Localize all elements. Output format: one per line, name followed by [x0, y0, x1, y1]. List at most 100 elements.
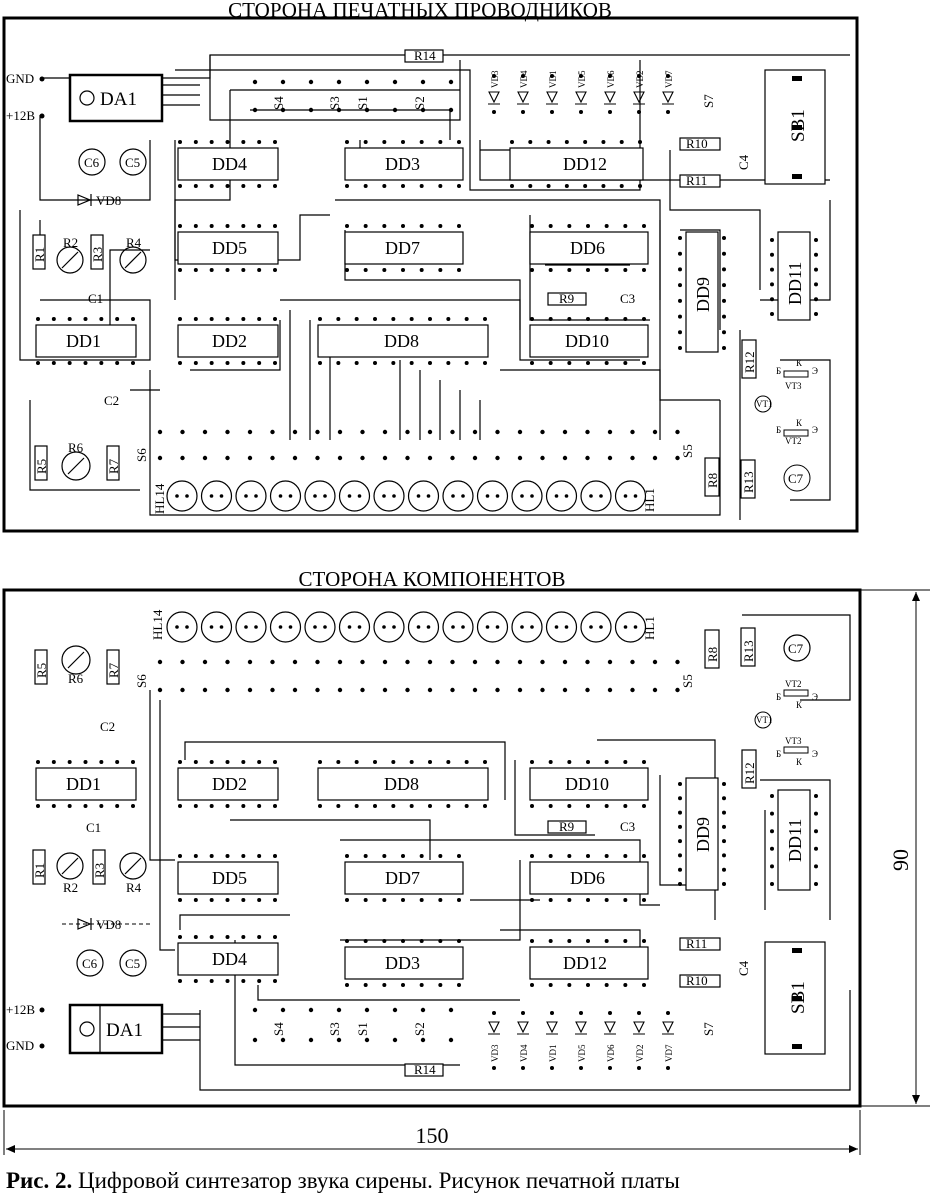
ic-pin — [401, 140, 405, 144]
bottom-dd10-label: DD10 — [565, 774, 609, 794]
ic-pin — [363, 854, 368, 858]
bottom-r7-label: R7 — [106, 662, 121, 678]
bottom-vt2-pin-b: Б — [776, 692, 781, 702]
bottom-led-pad — [517, 659, 523, 665]
top-dd6-body — [529, 231, 649, 265]
ic-pin — [401, 184, 405, 188]
bottom-led-pad — [472, 659, 478, 665]
bottom-diode — [604, 1021, 616, 1035]
ic-pin — [678, 839, 682, 844]
ic-pin — [814, 267, 818, 272]
ic-pin — [115, 361, 120, 365]
bottom-pad-rows — [36, 659, 818, 1043]
ic-pin — [619, 184, 624, 188]
ic-pin — [345, 854, 349, 858]
top-led-pad — [517, 429, 523, 435]
ic-pin — [391, 361, 396, 365]
bottom-led-pad — [337, 659, 343, 665]
bottom-c6-body — [76, 949, 104, 977]
top-diode — [517, 91, 529, 105]
ic-pin — [419, 268, 424, 272]
top-vt2-pin-k: К — [796, 418, 803, 428]
bottom-dd7-label: DD7 — [385, 868, 420, 888]
ic-pin — [273, 854, 277, 858]
bottom-switch-pad — [392, 1007, 398, 1013]
bottom-r3-label: R3 — [92, 863, 107, 878]
ic-pin — [483, 760, 487, 764]
ic-pin — [273, 804, 277, 808]
bottom-switch-pad — [308, 1037, 314, 1043]
ic-pin — [814, 252, 818, 257]
ic-pin — [814, 882, 818, 886]
bottom-switch-pad — [448, 1007, 454, 1013]
ic-pin — [373, 760, 377, 764]
bottom-r2-label: R2 — [63, 880, 78, 895]
top-led-pad — [202, 429, 208, 435]
top-da1-body — [68, 73, 164, 123]
top-led — [235, 480, 267, 512]
ic-pin — [548, 760, 553, 764]
ic-pin — [354, 760, 359, 764]
top-12v-pad — [39, 113, 45, 119]
ic-pin — [178, 935, 182, 939]
ic-pin — [273, 268, 277, 272]
bottom-switch-pad — [448, 1037, 454, 1043]
top-c2-label: C2 — [104, 393, 119, 408]
bottom-diode-label: VD5 — [577, 1044, 587, 1062]
ic-pin — [428, 361, 432, 365]
top-led-pad — [652, 455, 658, 461]
ic-pin — [409, 804, 414, 808]
top-switch-pad — [448, 79, 454, 85]
ic-pin — [336, 760, 341, 764]
bottom-led-pad — [562, 659, 568, 665]
ic-pin — [391, 760, 396, 764]
ic-pin — [438, 939, 443, 943]
top-hl14-label: HL14 — [152, 483, 167, 514]
top-r7-body — [106, 445, 120, 481]
ic-pin — [225, 224, 230, 228]
bottom-r1-label: R1 — [32, 863, 47, 878]
top-dd3-body — [344, 147, 464, 181]
top-diode — [575, 91, 587, 105]
ic-pin — [638, 140, 642, 144]
ic-pin — [193, 140, 198, 144]
ic-pin — [273, 760, 277, 764]
ic-pin — [678, 346, 682, 350]
bottom-da1-mark — [79, 1021, 95, 1037]
ic-pin — [642, 268, 646, 272]
ic-pin — [567, 939, 572, 943]
ic-pin — [419, 854, 424, 858]
top-diode-label: VD6 — [606, 70, 616, 88]
top-led-pad — [405, 455, 410, 461]
ic-pin — [722, 330, 726, 335]
top-led — [442, 480, 474, 512]
bottom-led — [235, 611, 267, 643]
ic-pin — [419, 939, 424, 943]
ic-pin — [457, 140, 461, 144]
ic-pin — [567, 983, 572, 987]
ic-pin — [586, 898, 590, 902]
top-vt2-pin-e: Э — [812, 425, 818, 435]
ic-pin — [722, 867, 726, 872]
bottom-led — [166, 611, 198, 643]
ic-pin — [225, 804, 230, 808]
ic-pin — [193, 184, 198, 188]
figure-caption: Рис. 2. Цифровой синтезатор звука сирены… — [6, 1168, 680, 1194]
ic-pin — [99, 760, 104, 764]
bottom-dd5-label: DD5 — [212, 868, 247, 888]
bottom-dd3-body — [344, 946, 464, 980]
ic-pin — [528, 140, 533, 144]
top-r2-trim — [56, 246, 84, 274]
bottom-diode — [488, 1021, 500, 1035]
ic-pin — [438, 224, 443, 228]
ic-pin — [419, 898, 424, 902]
ic-pin — [257, 317, 262, 321]
ic-pin — [209, 898, 214, 902]
ic-pin — [209, 317, 214, 321]
top-diode — [488, 91, 500, 105]
ic-pin — [178, 804, 182, 808]
ic-pin — [193, 854, 198, 858]
ic-pin — [678, 853, 682, 858]
bottom-vt2-pin-k: К — [796, 700, 803, 710]
top-led-pad — [540, 429, 545, 435]
